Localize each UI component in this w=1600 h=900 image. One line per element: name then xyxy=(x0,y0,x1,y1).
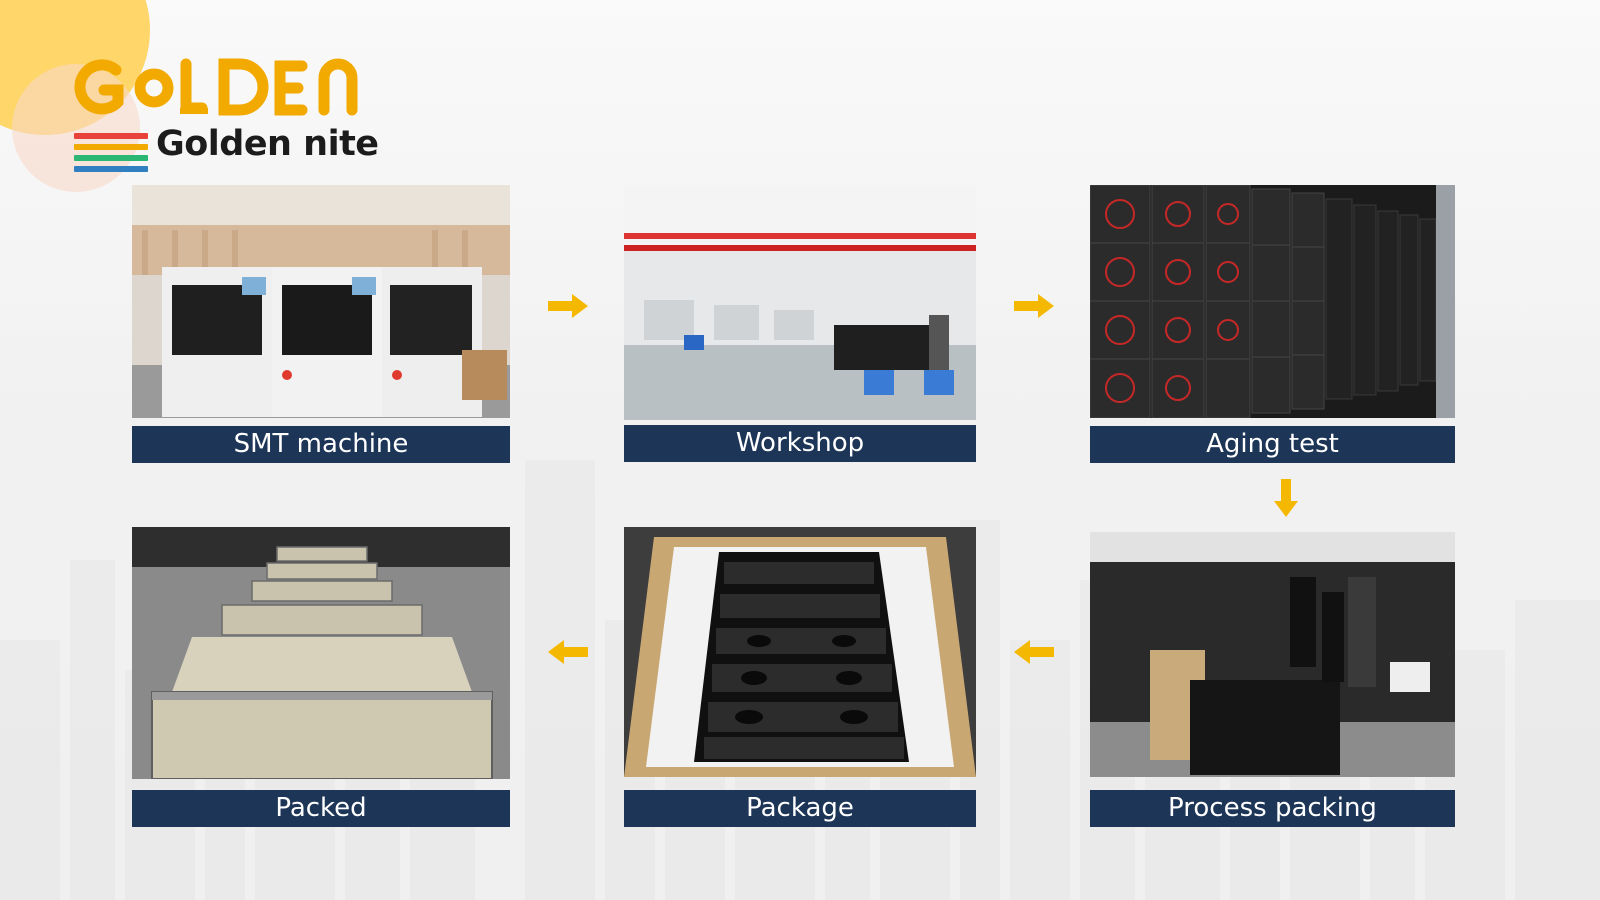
company-logo: Golden nite xyxy=(74,58,384,172)
step-card-smt-machine: SMT machine xyxy=(132,185,510,463)
arrow-down-icon xyxy=(1274,479,1298,517)
stripe-yellow xyxy=(74,144,148,150)
step-caption: SMT machine xyxy=(132,426,510,463)
brand-name: Golden nite xyxy=(156,124,379,164)
stripe-green xyxy=(74,155,148,161)
stripe-blue xyxy=(74,166,148,172)
package-photo xyxy=(624,527,976,777)
arrow-left-icon xyxy=(548,640,588,664)
logo-stripes xyxy=(74,133,148,177)
step-card-workshop: Workshop xyxy=(624,185,976,463)
step-caption: Process packing xyxy=(1090,790,1455,827)
arrow-right-icon xyxy=(548,294,588,318)
stripe-red xyxy=(74,133,148,139)
aging-test-photo xyxy=(1090,185,1455,418)
step-caption: Workshop xyxy=(624,425,976,462)
step-card-packed: Packed xyxy=(132,527,510,827)
step-caption: Aging test xyxy=(1090,426,1455,463)
arrow-left-icon xyxy=(1014,640,1054,664)
arrow-right-icon xyxy=(1014,294,1054,318)
workshop-photo xyxy=(624,185,976,420)
process-packing-photo xyxy=(1090,532,1455,777)
smt-machine-photo xyxy=(132,185,510,418)
step-caption: Package xyxy=(624,790,976,827)
step-card-package: Package xyxy=(624,527,976,827)
step-card-aging-test: Aging test xyxy=(1090,185,1455,463)
golden-wordmark-logo xyxy=(74,58,358,116)
packed-photo xyxy=(132,527,510,779)
step-card-process-packing: Process packing xyxy=(1090,532,1455,827)
step-caption: Packed xyxy=(132,790,510,827)
